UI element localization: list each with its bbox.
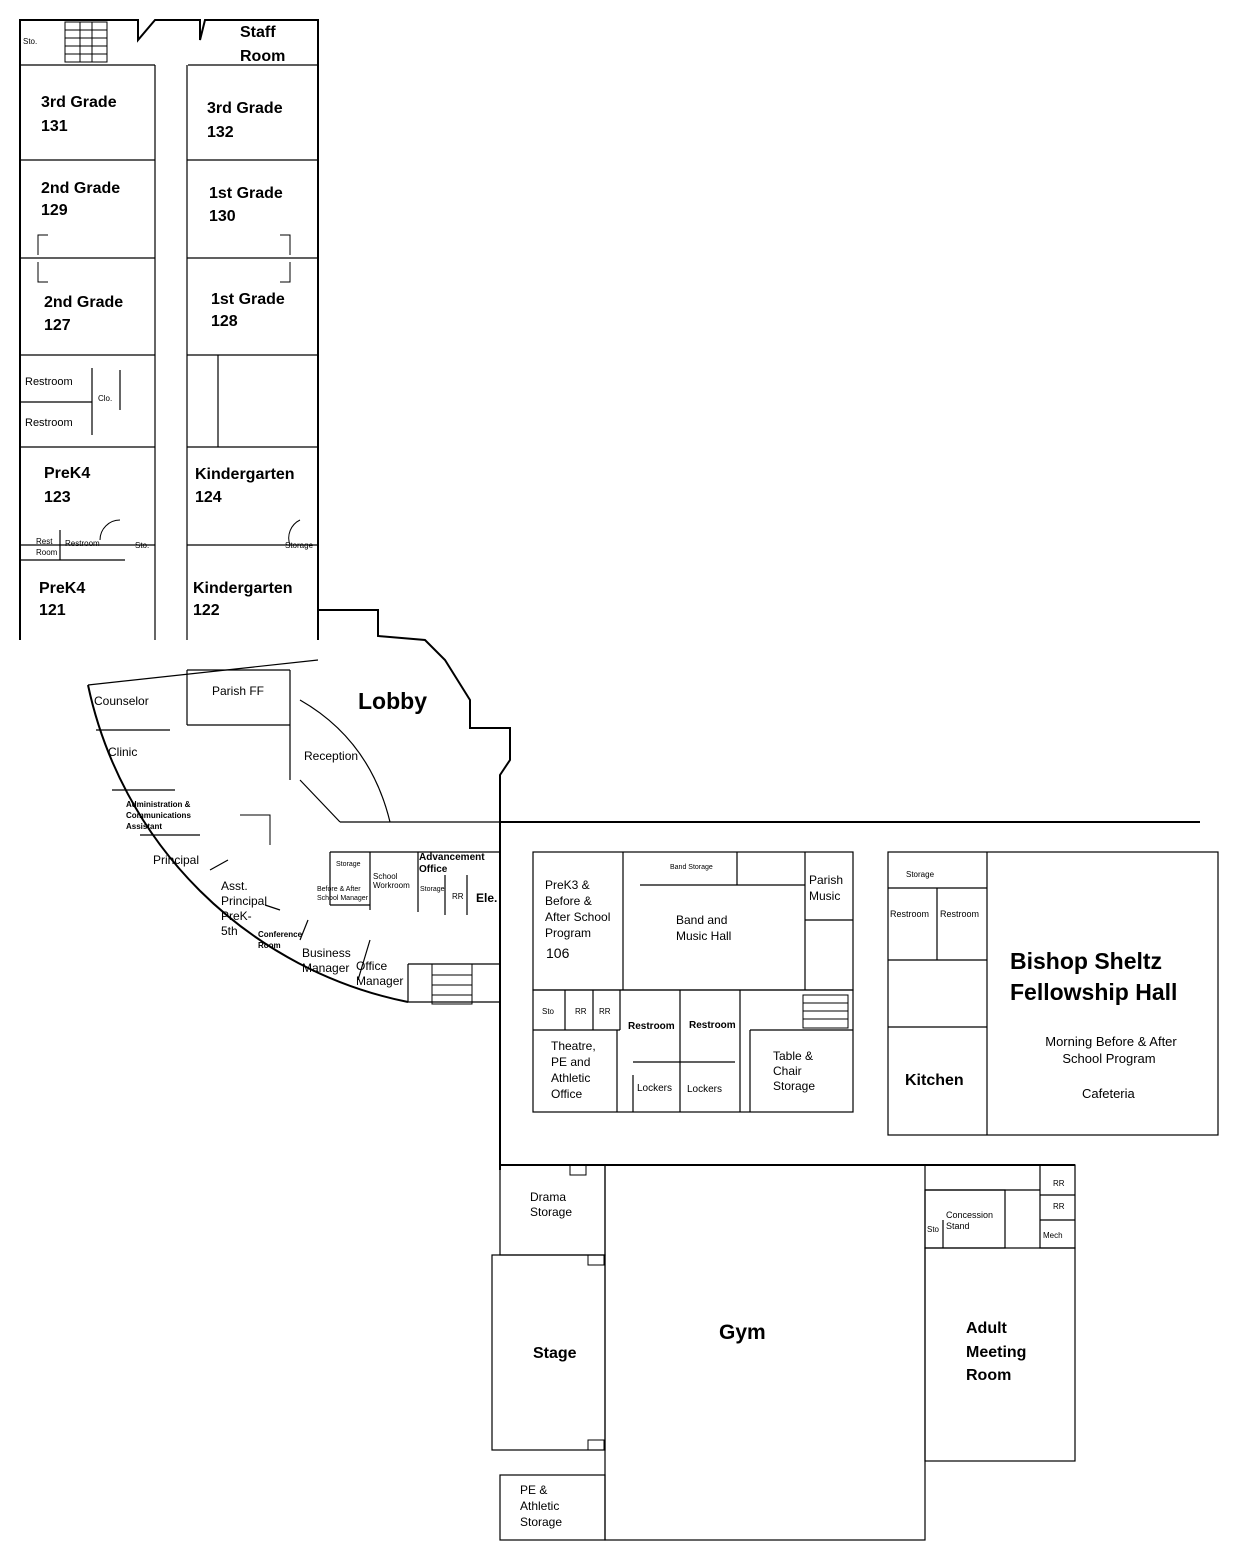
label-principal: Principal: [153, 853, 199, 867]
label-restroom-7: Restroom: [940, 909, 979, 919]
label-rr-gym-1: RR: [1053, 1179, 1065, 1188]
gym-block: [491, 1164, 1076, 1541]
label-storage-k: Storage: [285, 541, 314, 550]
label-mech: Mech: [1043, 1231, 1063, 1240]
label-lobby: Lobby: [358, 688, 427, 714]
label-storage-a: Storage: [336, 861, 361, 868]
label-rr-adv: RR: [452, 892, 464, 901]
label-parish-ff: Parish FF: [212, 684, 264, 698]
label-sto-theatre: Sto: [542, 1007, 555, 1016]
label-lockers-1: Lockers: [637, 1083, 672, 1094]
label-restroom-2: Restroom: [25, 417, 73, 429]
admin-area: [87, 609, 1200, 1005]
label-restroom-3: Restroom: [65, 539, 100, 548]
label-restroom-5: Restroom: [689, 1020, 736, 1031]
label-stage: Stage: [533, 1345, 577, 1362]
label-clo: Clo.: [98, 394, 112, 403]
central-wing: [499, 822, 854, 1170]
label-clinic: Clinic: [108, 745, 137, 759]
label-sto-gym: Sto: [927, 1225, 940, 1234]
label-rr-a: RR: [575, 1007, 587, 1016]
north-wing: [19, 19, 319, 640]
label-restroom-1: Restroom: [25, 376, 73, 388]
label-band-storage: Band Storage: [670, 864, 713, 871]
label-lockers-2: Lockers: [687, 1084, 722, 1095]
fellowship-hall-block: [887, 851, 1219, 1136]
label-ele: Ele.: [476, 891, 497, 905]
label-restroom-4: Restroom: [628, 1021, 675, 1032]
label-sto-top: Sto.: [23, 37, 37, 46]
label-rr-gym-2: RR: [1053, 1202, 1065, 1211]
label-storage-kitchen: Storage: [906, 870, 935, 879]
label-cafeteria: Cafeteria: [1082, 1086, 1136, 1101]
label-gym: Gym: [719, 1321, 766, 1344]
label-storage-b: Storage: [420, 886, 445, 893]
label-restroom-6: Restroom: [890, 909, 929, 919]
label-rr-b: RR: [599, 1007, 611, 1016]
label-reception: Reception: [304, 749, 358, 763]
label-sto-mid: Sto.: [135, 541, 149, 550]
label-counselor: Counselor: [94, 694, 149, 708]
label-kitchen: Kitchen: [905, 1072, 964, 1089]
